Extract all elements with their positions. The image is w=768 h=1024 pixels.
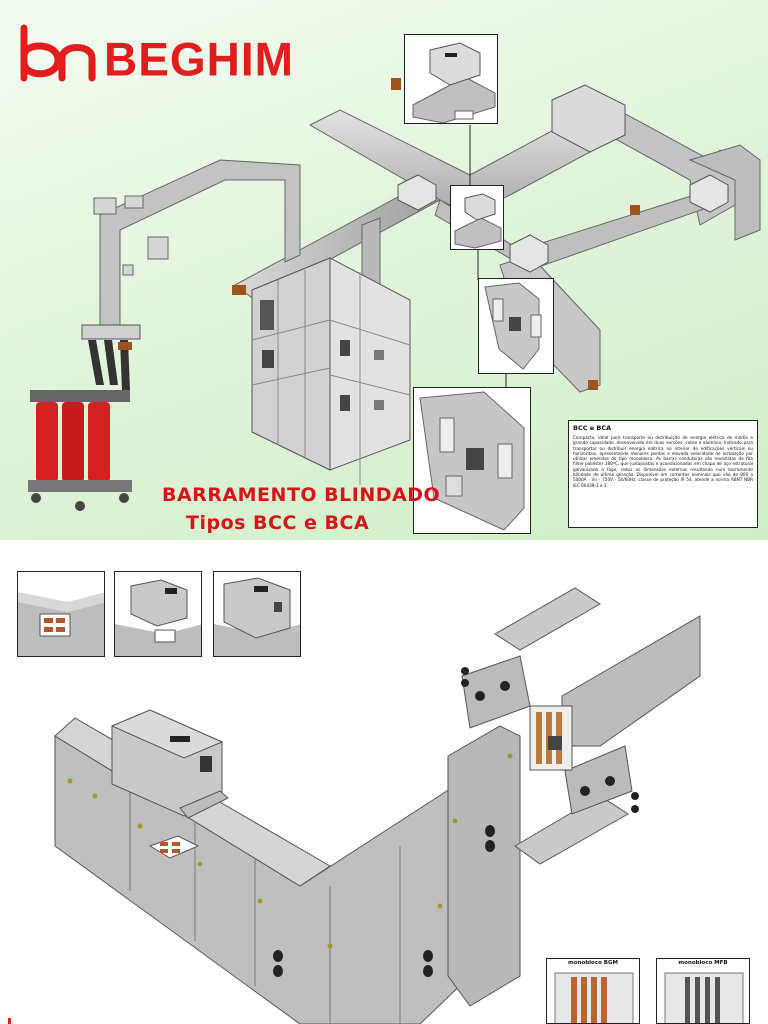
cable-bundle bbox=[88, 340, 130, 390]
beghim-logo-icon bbox=[20, 24, 96, 82]
busway-flange-left bbox=[81, 324, 141, 340]
joint-side-plate-left bbox=[461, 655, 531, 729]
nut-pairs bbox=[461, 667, 639, 813]
thumbnail-plugin-mounted[interactable] bbox=[213, 571, 301, 657]
poster-panel: BEGHIM BARRAMENTO BLINDADO Tipos BCC e B… bbox=[0, 0, 768, 540]
exploded-busway-drawing bbox=[54, 587, 701, 1024]
busway-run-right-2 bbox=[688, 144, 761, 241]
copper-terminal bbox=[232, 285, 246, 295]
detail-inset-joint bbox=[478, 278, 554, 374]
detail-inset-plugin bbox=[450, 185, 504, 250]
red-corner-mark bbox=[8, 1018, 11, 1024]
busway-straight-duct bbox=[561, 615, 701, 747]
switchgear-cabinet bbox=[251, 257, 411, 485]
copper-terminal bbox=[588, 380, 598, 390]
description-heading: BCC e BCA bbox=[573, 424, 612, 432]
cable-holes bbox=[273, 825, 495, 977]
junction-box-2 bbox=[509, 234, 549, 273]
monobloc-bgm-label: monobloco BGM bbox=[568, 960, 618, 966]
monobloc-bgm-thumbnail[interactable]: monobloco BGM bbox=[546, 958, 640, 1024]
copper-terminal bbox=[118, 342, 132, 350]
junction-box-1 bbox=[397, 174, 437, 211]
description-box: BCC e BCA Compacto, ideal para transport… bbox=[568, 420, 758, 528]
joint-side-plate-right bbox=[564, 745, 633, 815]
exploded-view-panel: monobloco BGM monobloco MFB bbox=[0, 546, 768, 1024]
plugin-opening bbox=[148, 835, 200, 859]
duct-joint-lines bbox=[129, 781, 401, 1024]
detail-inset-tapoff-box bbox=[404, 34, 498, 124]
copper-terminal bbox=[630, 205, 640, 215]
transformer bbox=[28, 390, 132, 511]
poster-title: BARRAMENTO BLINDADO bbox=[162, 484, 441, 506]
thumbnail-plugin-opening[interactable] bbox=[17, 571, 105, 657]
busway-cover-plate-top bbox=[494, 587, 601, 651]
monobloc-mfb-thumbnail[interactable]: monobloco MFB bbox=[656, 958, 750, 1024]
section-divider bbox=[0, 540, 768, 546]
junction-box-3 bbox=[689, 174, 729, 213]
poster-subtitle: Tipos BCC e BCA bbox=[186, 512, 370, 534]
tapoff-box bbox=[110, 709, 229, 819]
brand-name: BEGHIM bbox=[104, 32, 294, 86]
copper-terminal bbox=[391, 78, 401, 90]
thumbnail-plugin-unit[interactable] bbox=[114, 571, 202, 657]
monobloc-mfb-label: monobloco MFB bbox=[678, 960, 728, 966]
junction-box-right bbox=[551, 84, 626, 153]
detail-inset-monobloc bbox=[413, 387, 531, 534]
fitting-parts-left bbox=[93, 195, 169, 276]
busway-vertical-section bbox=[447, 725, 521, 1007]
monobloc-joint bbox=[529, 705, 573, 771]
description-text: Compacto, ideal para transporte ou distr… bbox=[573, 435, 753, 488]
